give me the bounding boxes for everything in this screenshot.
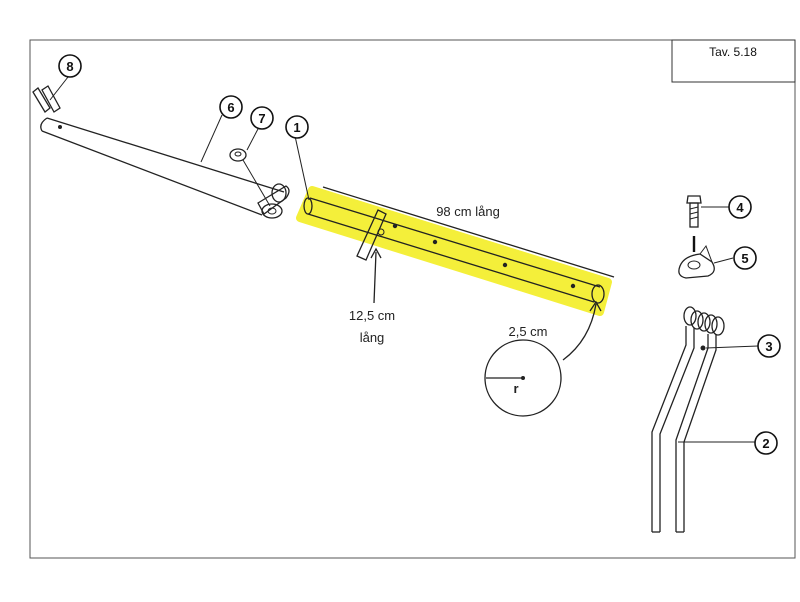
svg-text:5: 5	[741, 251, 748, 266]
callout-3: 3	[757, 334, 781, 358]
table-ref: Tav. 5.18	[709, 45, 757, 59]
svg-text:2: 2	[762, 436, 769, 451]
rod-length-label: 98 cm lång	[436, 204, 500, 219]
bracket-length-label-1: 12,5 cm	[349, 308, 395, 323]
callout-4: 4	[728, 195, 752, 219]
table-ref-box: Tav. 5.18	[671, 39, 796, 83]
callout-1: 1	[285, 115, 309, 139]
callout-5: 5	[733, 246, 757, 270]
callout-7: 7	[250, 106, 274, 130]
bracket-length-arrow	[370, 247, 382, 304]
diameter-label: 2,5 cm	[508, 324, 547, 339]
radius-symbol: r	[513, 381, 518, 396]
callout-6: 6	[219, 95, 243, 119]
svg-text:4: 4	[736, 200, 744, 215]
part-4-bolt	[686, 195, 702, 252]
svg-text:1: 1	[293, 120, 300, 135]
part-2-3-tines	[651, 306, 725, 533]
svg-text:8: 8	[66, 59, 73, 74]
diagram-frame	[29, 39, 796, 559]
callout-2: 2	[754, 431, 778, 455]
part-6-tube	[40, 117, 290, 219]
part-1-rod	[296, 186, 612, 316]
svg-text:7: 7	[258, 111, 265, 126]
part-8-pins	[32, 85, 61, 113]
svg-text:3: 3	[765, 339, 772, 354]
part-7-nut	[229, 148, 271, 207]
svg-text:6: 6	[227, 100, 234, 115]
callout-8: 8	[58, 54, 82, 78]
bracket-length-label-2: lång	[360, 330, 385, 345]
part-5-clamp	[678, 244, 715, 279]
leader-lines	[49, 76, 759, 443]
rod-dimension-line	[322, 186, 615, 278]
diameter-detail: r	[484, 300, 602, 417]
